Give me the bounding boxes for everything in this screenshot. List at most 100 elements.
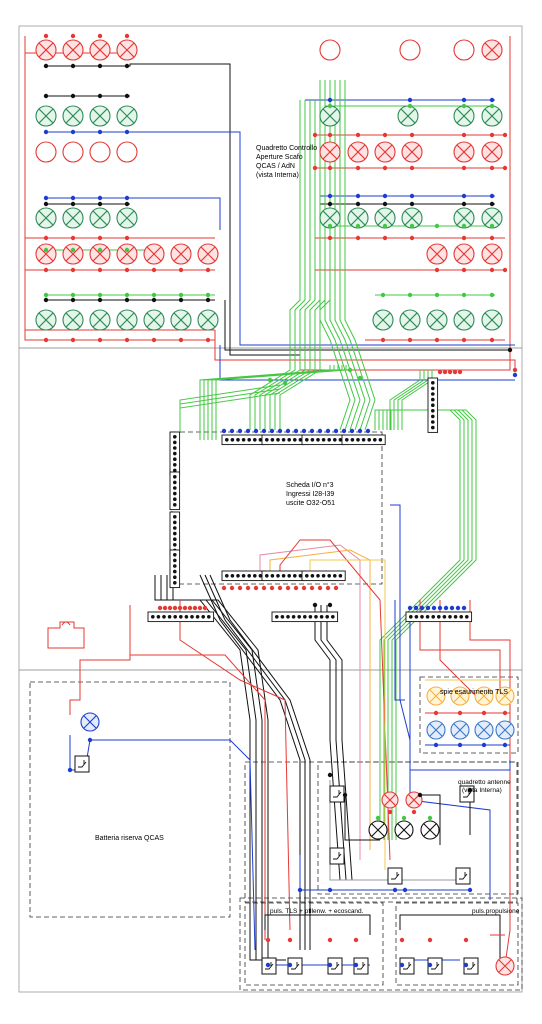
connector-pin [173, 553, 177, 557]
lamp-icon [495, 720, 515, 740]
junction-dot [407, 97, 413, 103]
junction-dot [489, 103, 495, 109]
junction-dot [489, 165, 495, 171]
junction-dot [457, 710, 463, 716]
lamp-icon [35, 141, 57, 163]
connector-pin [431, 392, 435, 396]
connector-pin [195, 615, 200, 619]
black-bundle-wire [160, 575, 274, 961]
junction-dot [327, 165, 333, 171]
junction-dot [355, 193, 361, 199]
red-wire [179, 600, 291, 931]
connector-pin [162, 615, 166, 619]
black-wire [45, 63, 300, 356]
junction-dot [70, 201, 76, 207]
connector-pin [173, 446, 177, 450]
junction-dot [205, 292, 211, 298]
connector-pin [310, 574, 315, 578]
lamp-icon [62, 243, 84, 265]
connector-pin [173, 543, 177, 547]
connector-pin [305, 438, 309, 442]
connector-pin [431, 615, 436, 619]
lamp-icon [319, 105, 341, 127]
connector-pin [333, 438, 337, 442]
junction-dot [327, 201, 333, 207]
junction-dot [177, 605, 183, 611]
junction-dot [312, 602, 318, 608]
connector-pin [361, 438, 366, 442]
junction-dot [87, 737, 93, 743]
lamp-icon [453, 243, 475, 265]
lamp-icon [89, 207, 111, 229]
connector-pin [173, 615, 177, 619]
green-bundle-wire [264, 100, 316, 430]
junction-dot [267, 377, 273, 383]
junction-dot [221, 585, 227, 591]
quadretto-label-4: (vista Interna) [256, 172, 299, 179]
connector-pin [356, 438, 360, 442]
connector-pin [173, 537, 177, 541]
green-bundle-wire [259, 100, 311, 430]
junction-dot [327, 602, 333, 608]
junction-dot [382, 165, 388, 171]
junction-dot [312, 132, 318, 138]
puls-tls-frame [244, 902, 384, 986]
junction-dot [97, 337, 103, 343]
lamp-icon [170, 243, 192, 265]
connector-pin [270, 438, 275, 442]
green-bundle-wire [344, 80, 376, 431]
junction-dot [407, 605, 413, 611]
connector-pin [298, 438, 303, 442]
junction-dot [124, 297, 130, 303]
scheda-label-2: Ingressi I28-I39 [286, 491, 334, 498]
junction-dot [461, 132, 467, 138]
junction-dot [237, 585, 243, 591]
junction-dot [357, 428, 363, 434]
junction-dot [229, 585, 235, 591]
junction-dot [427, 937, 433, 943]
quadretto-label-1: Quadretto Controllo [256, 145, 317, 152]
junction-dot [333, 585, 339, 591]
junction-dot [70, 33, 76, 39]
junction-dot [172, 605, 178, 611]
junction-dot [327, 223, 333, 229]
junction-dot [353, 962, 359, 968]
lamp-icon [319, 141, 341, 163]
connector-pin [275, 615, 279, 619]
junction-dot [297, 887, 303, 893]
lamp-icon [394, 820, 414, 840]
junction-dot [151, 337, 157, 343]
junction-dot [357, 375, 363, 381]
junction-dot [269, 428, 275, 434]
connector-pin [325, 615, 330, 619]
green-bundle-wire [397, 370, 429, 430]
black-bundle-wire [204, 574, 306, 950]
junction-dot [178, 267, 184, 273]
connector-pin [431, 397, 435, 402]
red-wire [69, 605, 131, 715]
lamp-icon [399, 309, 421, 331]
junction-dot [43, 63, 49, 69]
switch-icon [455, 867, 471, 885]
lamp-icon [197, 243, 219, 265]
connector-pin [173, 463, 177, 467]
junction-dot [347, 367, 353, 373]
switch-icon [353, 957, 369, 975]
connector-pin [167, 615, 172, 619]
connector-pin [201, 615, 205, 619]
junction-dot [327, 235, 333, 241]
connector-pin [316, 574, 320, 578]
junction-dot [333, 428, 339, 434]
lamp-icon [474, 720, 494, 740]
junction-dot [399, 962, 405, 968]
junction-dot [70, 297, 76, 303]
junction-dot [293, 585, 299, 591]
junction-dot [151, 267, 157, 273]
junction-dot [43, 235, 49, 241]
junction-dot [455, 605, 461, 611]
spie-label: spie esaurimento TLS [440, 689, 508, 696]
connector-pin [225, 574, 229, 578]
junction-dot [182, 605, 188, 611]
lamp-icon [372, 309, 394, 331]
